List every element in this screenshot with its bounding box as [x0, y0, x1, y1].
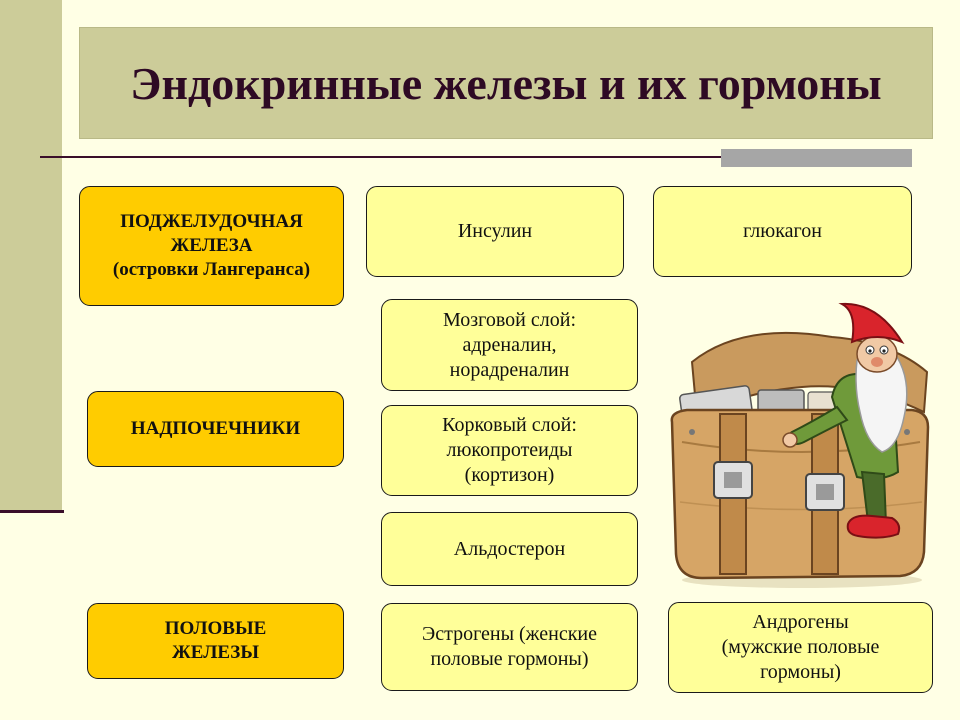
hormone-medulla-line-3: норадреналин: [449, 358, 570, 381]
hormone-estrogens-line-2: половые гормоны): [430, 648, 589, 670]
hormone-androgens-line-1: Андрогены: [752, 611, 849, 633]
title-banner: Эндокринные железы и их гормоны: [79, 27, 933, 139]
hormone-medulla-line-2: адреналин,: [462, 333, 557, 356]
gland-pancreas-line-3: (островки Лангеранса): [112, 258, 311, 280]
hormone-insulin-line-1: Инсулин: [457, 220, 533, 242]
hormone-medulla: Мозговой слой: адреналин, норадреналин: [381, 299, 638, 391]
hormone-estrogens: Эстрогены (женские половые гормоны): [381, 603, 638, 691]
hormone-androgens-line-3: гормоны): [760, 661, 841, 683]
hormone-androgens: Андрогены (мужские половые гормоны): [668, 602, 933, 693]
page-title: Эндокринные железы и их гормоны: [130, 57, 882, 109]
gland-gonads-line-1: ПОЛОВЫЕ: [164, 618, 267, 640]
hormone-glucagon: глюкагон: [653, 186, 912, 277]
hormone-androgens-line-2: (мужские половые: [721, 636, 880, 658]
gland-gonads: ПОЛОВЫЕ ЖЕЛЕЗЫ: [87, 603, 344, 679]
gland-pancreas-line-1: ПОДЖЕЛУДОЧНАЯ: [120, 211, 303, 233]
hormone-medulla-line-1: Мозговой слой:: [442, 308, 577, 331]
title-underline-accent: [721, 149, 912, 167]
gland-gonads-line-2: ЖЕЛЕЗЫ: [172, 642, 259, 663]
gland-adrenal-line-1: НАДПОЧЕЧНИКИ: [130, 418, 301, 440]
gland-adrenal: НАДПОЧЕЧНИКИ: [87, 391, 344, 467]
hormone-insulin: Инсулин: [366, 186, 624, 277]
hormone-cortex-line-1: Корковый слой:: [442, 414, 577, 436]
gland-pancreas-line-2: ЖЕЛЕЗА: [170, 235, 253, 257]
hormone-aldosterone: Альдостерон: [381, 512, 638, 586]
left-decor-line: [0, 510, 64, 513]
hormone-aldosterone-line-1: Альдостерон: [453, 537, 566, 560]
hormone-estrogens-line-1: Эстрогены (женские: [422, 623, 597, 645]
left-decor-strip: [0, 0, 62, 512]
hormone-glucagon-line-1: глюкагон: [743, 220, 822, 242]
gland-pancreas: ПОДЖЕЛУДОЧНАЯ ЖЕЛЕЗА (островки Лангеранс…: [79, 186, 344, 306]
hormone-cortex: Корковый слой: люкопротеиды (кортизон): [381, 405, 638, 496]
gnome-briefcase-illustration: [670, 302, 930, 588]
hormone-cortex-line-3: (кортизон): [464, 464, 555, 486]
hormone-cortex-line-2: люкопротеиды: [446, 439, 573, 461]
title-underline: [40, 156, 912, 158]
